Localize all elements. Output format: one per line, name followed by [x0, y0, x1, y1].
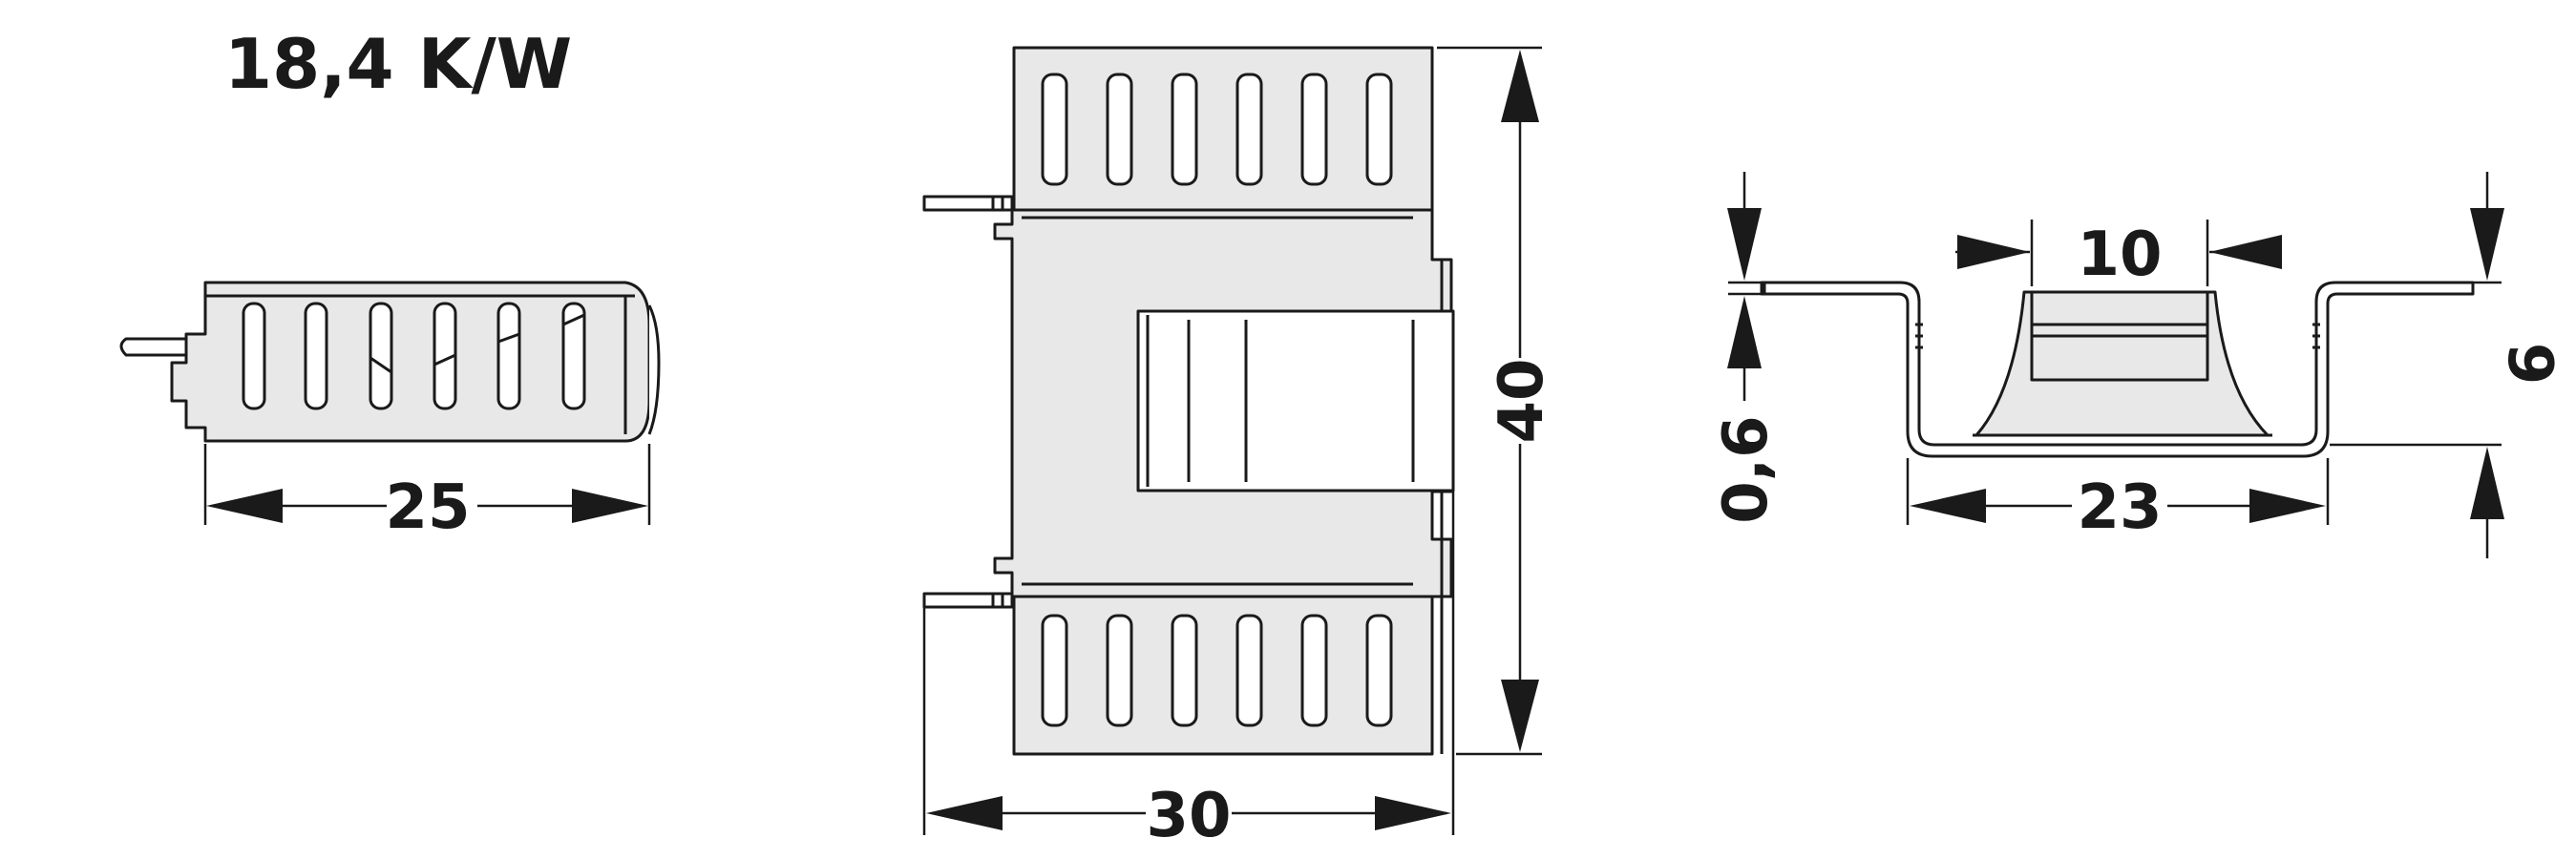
thermal-resistance-title: 18,4 K/W [224, 24, 572, 104]
top-width-label: 30 [1146, 781, 1231, 851]
side-width-label: 25 [385, 472, 470, 543]
top-height-label: 40 [1487, 358, 1557, 443]
thickness-label: 0,6 [1711, 415, 1782, 523]
profile-width-label: 23 [2077, 472, 2162, 543]
top-view: 40 30 [922, 46, 1557, 851]
side-view: 25 [119, 281, 661, 543]
profile-height-label: 9 [2494, 343, 2565, 386]
clip-width-label: 10 [2077, 220, 2162, 290]
profile-view: 10 23 9 0,6 [1711, 172, 2565, 558]
